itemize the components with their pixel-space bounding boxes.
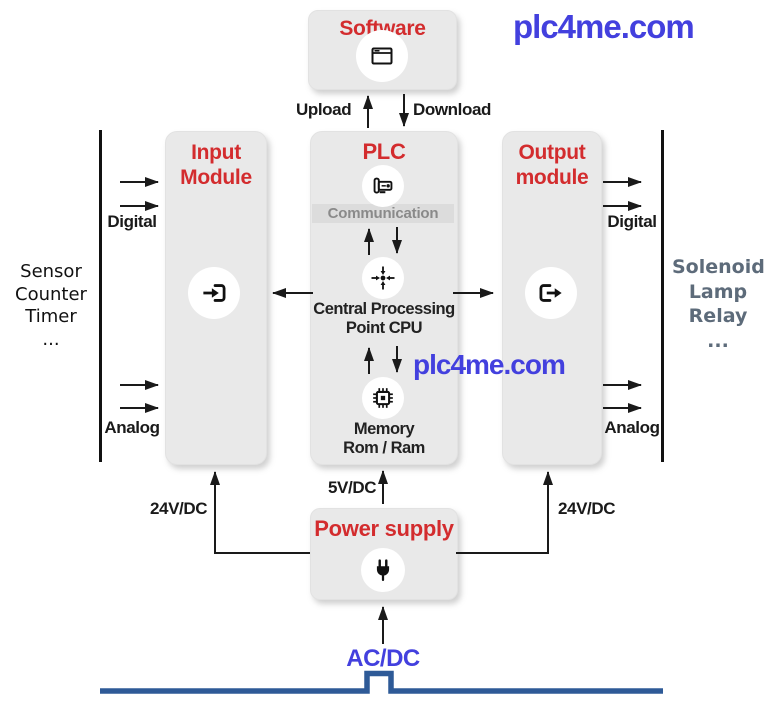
- communication-icon-circle: [362, 165, 404, 207]
- v5-label: 5V/DC: [328, 478, 377, 497]
- input-module-block: Input Module: [165, 131, 267, 465]
- plc-title: PLC: [362, 139, 406, 164]
- right-digital-label: Digital: [607, 212, 657, 231]
- left-rail-line: [99, 130, 102, 462]
- v24-left-label: 24V/DC: [150, 499, 208, 518]
- memory-label-line2: Rom / Ram: [343, 439, 425, 457]
- memory-label-line1: Memory: [353, 420, 415, 438]
- watermark-middle: plc4me.com: [413, 349, 566, 380]
- cpu-crosshair-icon: [371, 266, 395, 290]
- output-arrow-icon: [539, 284, 562, 302]
- left-device-timer: Timer: [25, 306, 77, 327]
- power-24v-right-arrow: [456, 471, 553, 554]
- watermark-top: plc4me.com: [513, 8, 695, 45]
- output-icon-circle: [525, 267, 577, 319]
- output-module-title: Output module: [515, 141, 589, 189]
- input-arrow-icon: [203, 284, 226, 302]
- left-digital-label: Digital: [107, 212, 157, 231]
- right-device-lamp: Lamp: [688, 280, 748, 303]
- power-supply-title: Power supply: [314, 516, 454, 541]
- cpu-label-line1: Central Processing: [313, 300, 455, 318]
- serial-connector-icon: [373, 177, 393, 194]
- right-rail-line: [661, 130, 664, 462]
- v24-right-label: 24V/DC: [558, 499, 616, 518]
- communication-label-strip: Communication: [312, 204, 454, 223]
- left-device-counter: Counter: [15, 283, 87, 305]
- application-window-icon: [371, 47, 393, 65]
- power-icon-circle: [361, 548, 405, 592]
- memory-chip-icon: [373, 388, 393, 408]
- acdc-label: AC/DC: [346, 645, 420, 672]
- left-analog-label: Analog: [104, 418, 160, 437]
- input-module-title: Input Module: [180, 141, 252, 189]
- communication-label: Communication: [327, 205, 439, 222]
- left-devices-list: Sensor Counter Timer ...: [5, 261, 97, 351]
- power-plug-icon: [376, 559, 390, 581]
- left-device-ellipsis: ...: [42, 328, 60, 350]
- cpu-icon-circle: [362, 257, 404, 299]
- mains-power-line: [100, 670, 663, 694]
- right-analog-label: Analog: [604, 418, 660, 437]
- upload-label: Upload: [296, 100, 352, 119]
- right-devices-list: Solenoid Lamp Relay ...: [672, 255, 765, 353]
- left-device-sensor: Sensor: [20, 261, 82, 282]
- input-icon-circle: [188, 267, 240, 319]
- memory-icon-circle: [362, 377, 404, 419]
- software-icon-circle: [356, 30, 408, 82]
- right-device-solenoid: Solenoid: [672, 256, 765, 278]
- right-device-relay: Relay: [688, 305, 748, 327]
- power-24v-left-arrow: [210, 471, 310, 554]
- cpu-label-line2: Point CPU: [345, 319, 423, 337]
- right-device-ellipsis: ...: [707, 329, 729, 352]
- download-label: Download: [413, 100, 492, 119]
- software-title: Software: [339, 17, 426, 40]
